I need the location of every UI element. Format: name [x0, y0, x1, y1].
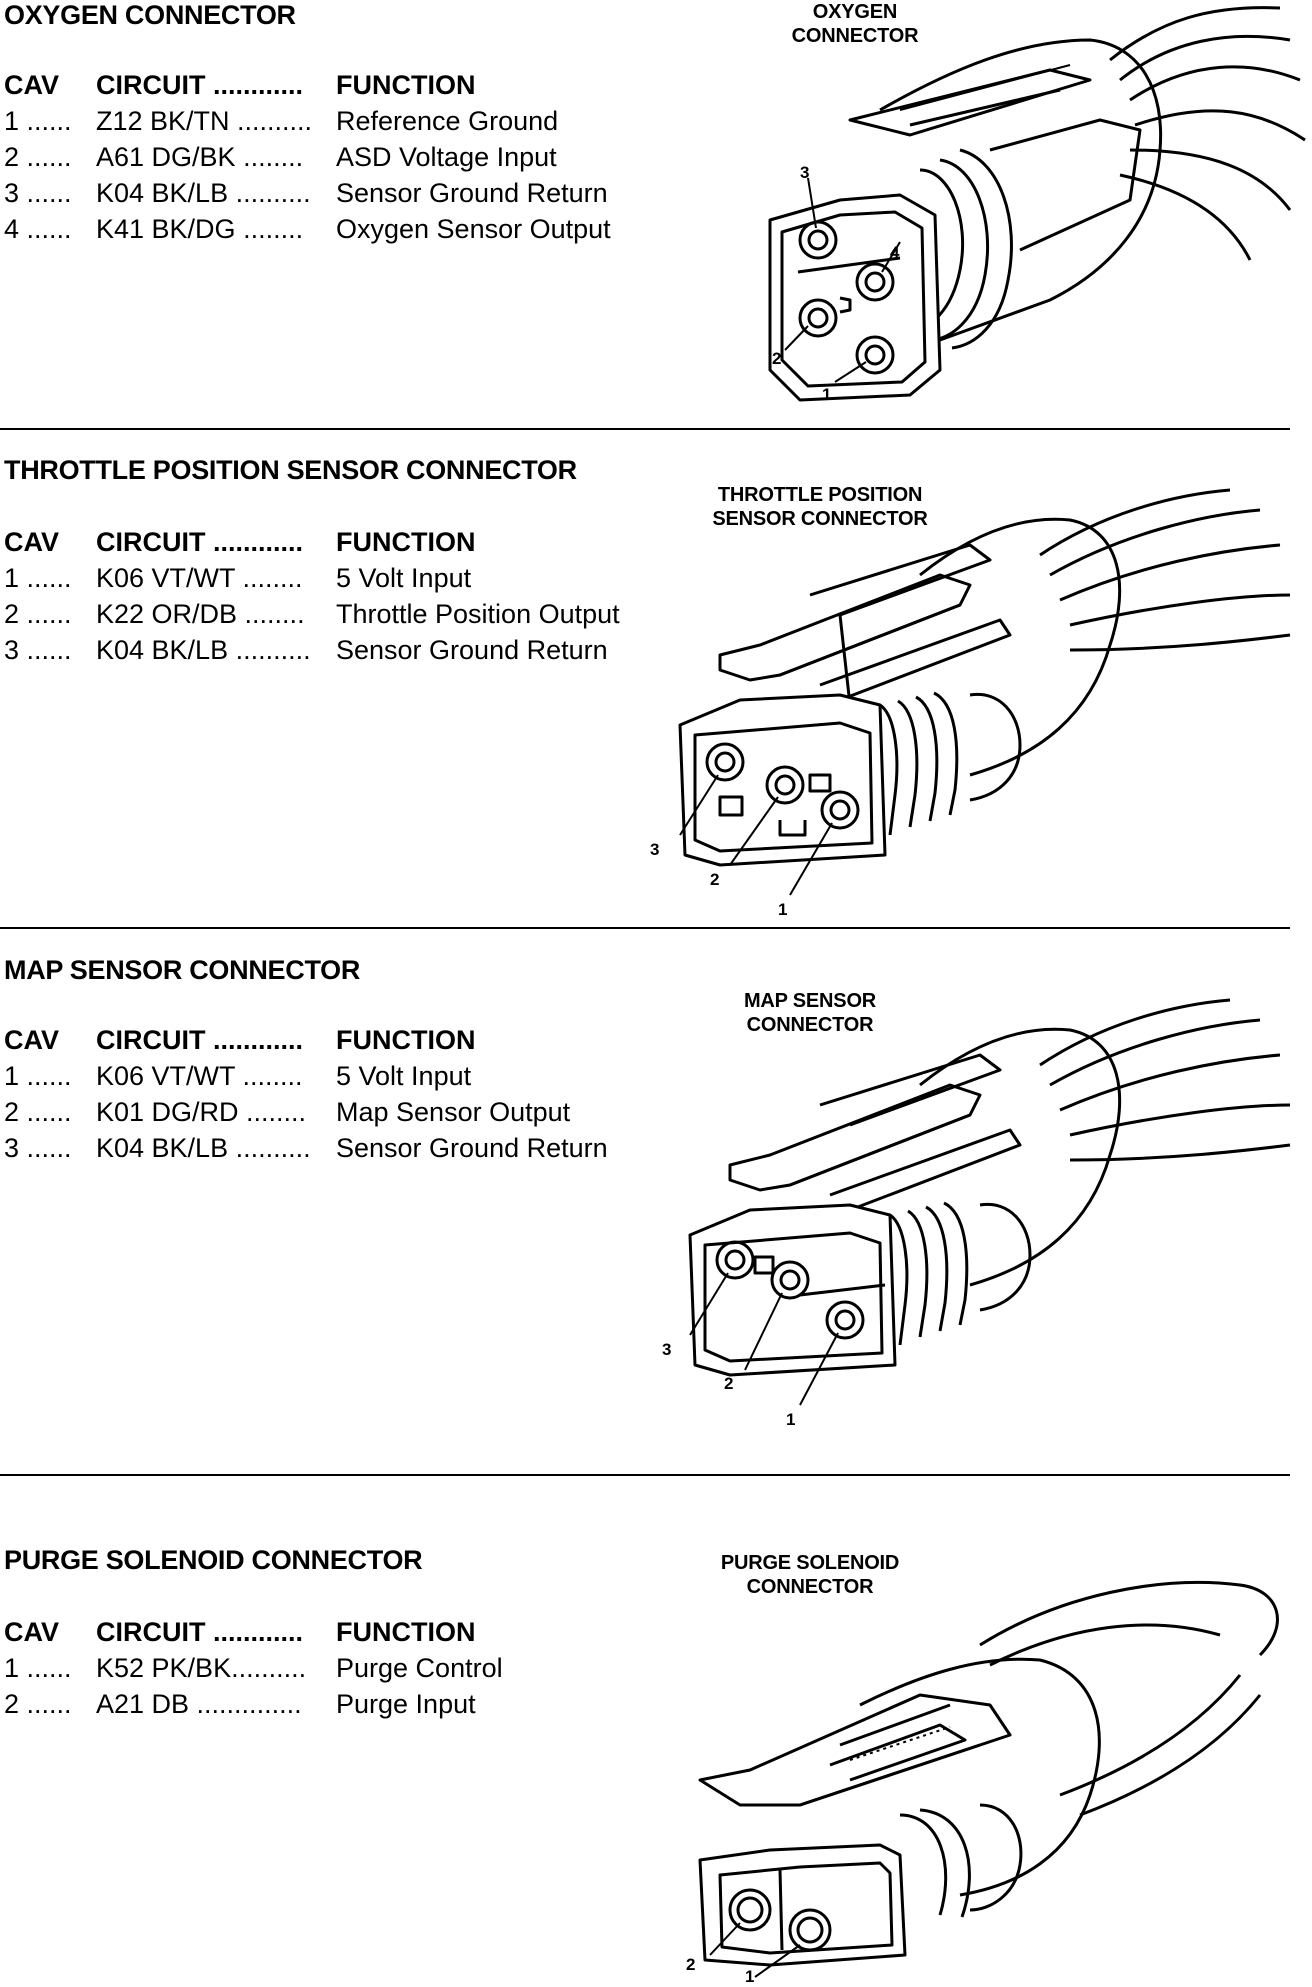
pin-label: 2	[710, 870, 719, 889]
circuit-cell: A61 DG/BK ........	[96, 142, 304, 172]
circuit-cell: K06 VT/WT ........	[96, 563, 303, 593]
cav-cell: 2 ......	[4, 599, 72, 629]
figure-label: MAP SENSOR CONNECTOR	[743, 990, 877, 1036]
cav-cell: 1 ......	[4, 563, 72, 593]
function-cell: Sensor Ground Return	[336, 635, 608, 665]
pin-label: 3	[650, 840, 659, 859]
circuit-cell: K04 BK/LB ..........	[96, 178, 311, 208]
header-circuit: CIRCUIT ............	[96, 1617, 304, 1647]
circuit-cell: A21 DB ..............	[96, 1689, 302, 1719]
header-cav: CAV	[4, 1025, 60, 1055]
circuit-cell: K06 VT/WT ........	[96, 1061, 303, 1091]
oxygen-connector-illustration: 3 4 2 1	[690, 0, 1310, 425]
function-cell: Oxygen Sensor Output	[336, 214, 611, 244]
function-cell: Throttle Position Output	[336, 599, 620, 629]
header-function: FUNCTION	[336, 527, 476, 557]
function-cell: Purge Input	[336, 1689, 476, 1719]
pin-label: 1	[745, 1967, 754, 1986]
pin-label: 3	[800, 163, 809, 182]
cav-cell: 4 ......	[4, 214, 72, 244]
cav-cell: 3 ......	[4, 1133, 72, 1163]
pin-label: 4	[890, 243, 900, 262]
circuit-cell: K22 OR/DB ........	[96, 599, 305, 629]
section-title: OXYGEN CONNECTOR	[4, 0, 296, 30]
purge-solenoid-section: PURGE SOLENOID CONNECTOR CAV CIRCUIT ...…	[0, 1545, 1312, 1986]
circuit-cell: Z12 BK/TN ..........	[96, 106, 313, 136]
map-sensor-section: MAP SENSOR CONNECTOR CAV CIRCUIT .......…	[0, 955, 1312, 1476]
circuit-cell: K04 BK/LB ..........	[96, 635, 311, 665]
throttle-position-connector-illustration: 3 2 1	[640, 475, 1300, 920]
section-divider	[0, 927, 1290, 929]
section-title: MAP SENSOR CONNECTOR	[4, 955, 361, 985]
pin-label: 1	[778, 900, 787, 919]
figure-label: PURGE SOLENOID CONNECTOR	[720, 1552, 900, 1598]
pin-label: 2	[724, 1374, 733, 1393]
section-divider	[0, 1474, 1290, 1476]
section-title: THROTTLE POSITION SENSOR CONNECTOR	[4, 455, 577, 485]
circuit-cell: K41 BK/DG ........	[96, 214, 304, 244]
circuit-cell: K52 PK/BK..........	[96, 1653, 307, 1683]
cav-cell: 2 ......	[4, 1097, 72, 1127]
figure-label: THROTTLE POSITION SENSOR CONNECTOR	[712, 484, 928, 530]
cav-cell: 1 ......	[4, 106, 72, 136]
function-cell: 5 Volt Input	[336, 1061, 472, 1091]
header-circuit: CIRCUIT ............	[96, 527, 304, 557]
pin-label: 2	[686, 1955, 695, 1974]
throttle-position-sensor-section: THROTTLE POSITION SENSOR CONNECTOR CAV C…	[0, 455, 1312, 935]
function-cell: 5 Volt Input	[336, 563, 472, 593]
cav-cell: 1 ......	[4, 1653, 72, 1683]
figure-label: OXYGEN CONNECTOR	[791, 1, 919, 47]
cav-cell: 3 ......	[4, 178, 72, 208]
map-sensor-connector-illustration: 3 2 1	[650, 985, 1300, 1430]
header-circuit: CIRCUIT ............	[96, 1025, 304, 1055]
function-cell: Map Sensor Output	[336, 1097, 571, 1127]
pin-label: 3	[662, 1340, 671, 1359]
header-circuit: CIRCUIT ............	[96, 70, 304, 100]
oxygen-connector-section: OXYGEN CONNECTOR CAV CIRCUIT ...........…	[0, 0, 1312, 430]
circuit-cell: K04 BK/LB ..........	[96, 1133, 311, 1163]
section-title: PURGE SOLENOID CONNECTOR	[4, 1545, 423, 1575]
header-cav: CAV	[4, 1617, 60, 1647]
section-divider	[0, 428, 1290, 430]
cav-cell: 2 ......	[4, 1689, 72, 1719]
pin-label: 1	[786, 1410, 795, 1429]
function-cell: Purge Control	[336, 1653, 503, 1683]
cav-cell: 1 ......	[4, 1061, 72, 1091]
pin-label: 1	[822, 385, 831, 404]
purge-solenoid-connector-illustration: 2 1	[680, 1565, 1300, 1987]
function-cell: Reference Ground	[336, 106, 559, 136]
header-function: FUNCTION	[336, 1617, 476, 1647]
cav-cell: 3 ......	[4, 635, 72, 665]
function-cell: Sensor Ground Return	[336, 178, 608, 208]
cav-cell: 2 ......	[4, 142, 72, 172]
header-function: FUNCTION	[336, 70, 476, 100]
circuit-cell: K01 DG/RD ........	[96, 1097, 307, 1127]
header-function: FUNCTION	[336, 1025, 476, 1055]
header-cav: CAV	[4, 70, 60, 100]
function-cell: ASD Voltage Input	[336, 142, 557, 172]
header-cav: CAV	[4, 527, 60, 557]
pin-label: 2	[772, 349, 781, 368]
function-cell: Sensor Ground Return	[336, 1133, 608, 1163]
